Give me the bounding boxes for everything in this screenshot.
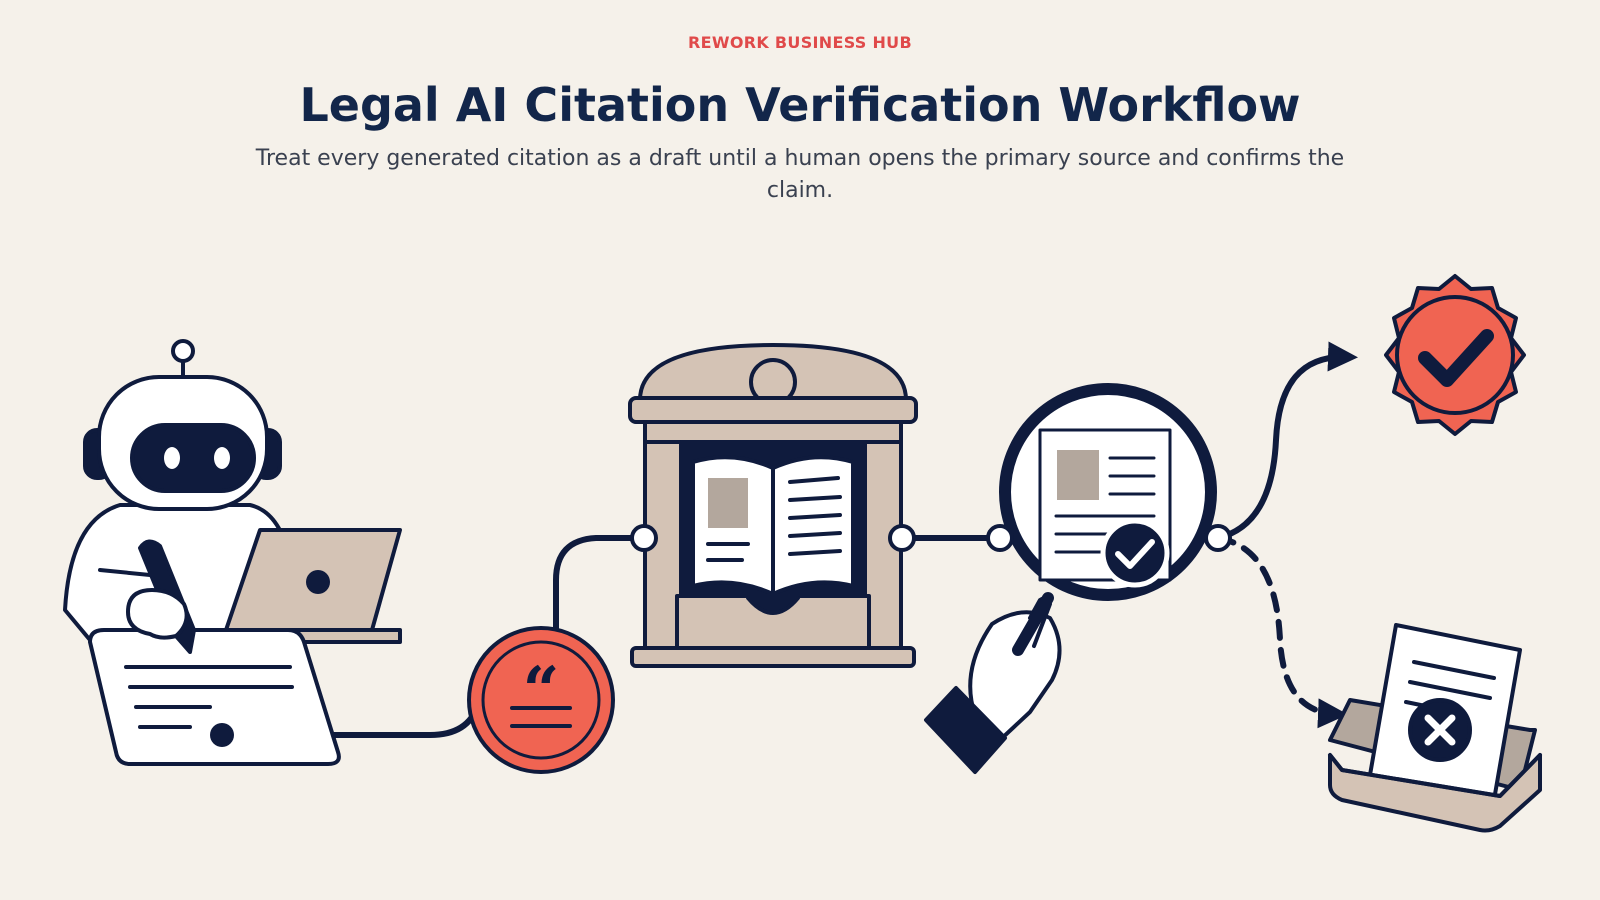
connector-to-approved (1215, 341, 1358, 541)
archive-book-icon (628, 343, 918, 668)
svg-text:“: “ (523, 653, 560, 728)
eyebrow-label: REWORK BUSINESS HUB (688, 33, 912, 52)
connector-to-rejected (1215, 535, 1348, 729)
magnifier-verify-icon (924, 383, 1232, 774)
connector-quote-to-archive (553, 535, 647, 635)
robot-drafting-icon (63, 339, 402, 766)
citation-quote-icon: “ (467, 626, 615, 774)
connector-lines (219, 341, 1358, 738)
page-subtitle: Treat every generated citation as a draf… (255, 146, 1345, 203)
page-title: Legal AI Citation Verification Workflow (299, 78, 1301, 132)
approved-seal-icon (1384, 274, 1526, 436)
rejected-tray-icon (1328, 623, 1542, 833)
